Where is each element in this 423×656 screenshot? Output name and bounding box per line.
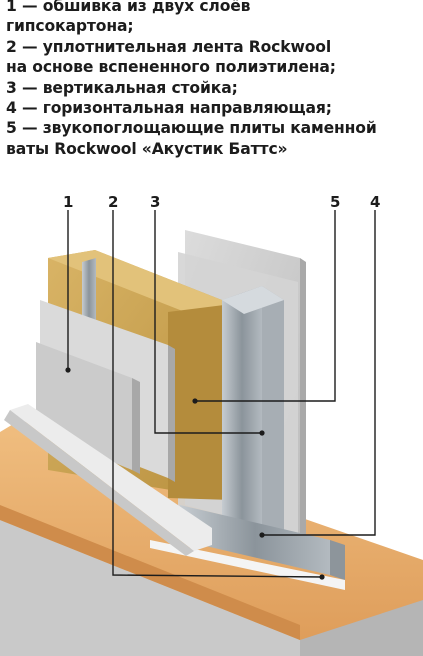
leader-2 <box>112 210 323 578</box>
leader-3 <box>154 210 262 434</box>
horizontal-guide <box>180 505 345 580</box>
vertical-stud-left <box>82 258 96 334</box>
leader-5 <box>195 210 336 402</box>
leader-dots <box>65 367 325 580</box>
legend-line-8: ваты Rockwool «Акустик Баттс» <box>6 139 288 158</box>
vertical-stud <box>222 286 284 540</box>
legend: 1 — обшивка из двух слоёв гипсокартона; … <box>6 0 421 159</box>
legend-line-3: 2 — уплотнительная лента Rockwool <box>6 37 332 56</box>
legend-line-1: 1 — обшивка из двух слоёв <box>6 0 251 15</box>
leader-4 <box>262 210 376 536</box>
legend-line-6: 4 — горизонтальная направляющая; <box>6 99 332 118</box>
legend-line-2: гипсокартона; <box>6 17 134 36</box>
legend-line-7: 5 — звукопоглощающие плиты каменной <box>6 119 377 138</box>
legend-line-4: на основе вспененного полиэтилена; <box>6 58 336 77</box>
callout-1: 1 <box>63 193 74 211</box>
legend-line-5: 3 — вертикальная стойка; <box>6 78 238 97</box>
leader-lines <box>67 210 376 578</box>
floor-profile <box>4 404 212 556</box>
callout-5: 5 <box>330 193 341 211</box>
sealing-tape <box>150 540 345 590</box>
callout-4: 4 <box>370 193 381 211</box>
callout-2: 2 <box>108 193 119 211</box>
callout-3: 3 <box>150 193 161 211</box>
